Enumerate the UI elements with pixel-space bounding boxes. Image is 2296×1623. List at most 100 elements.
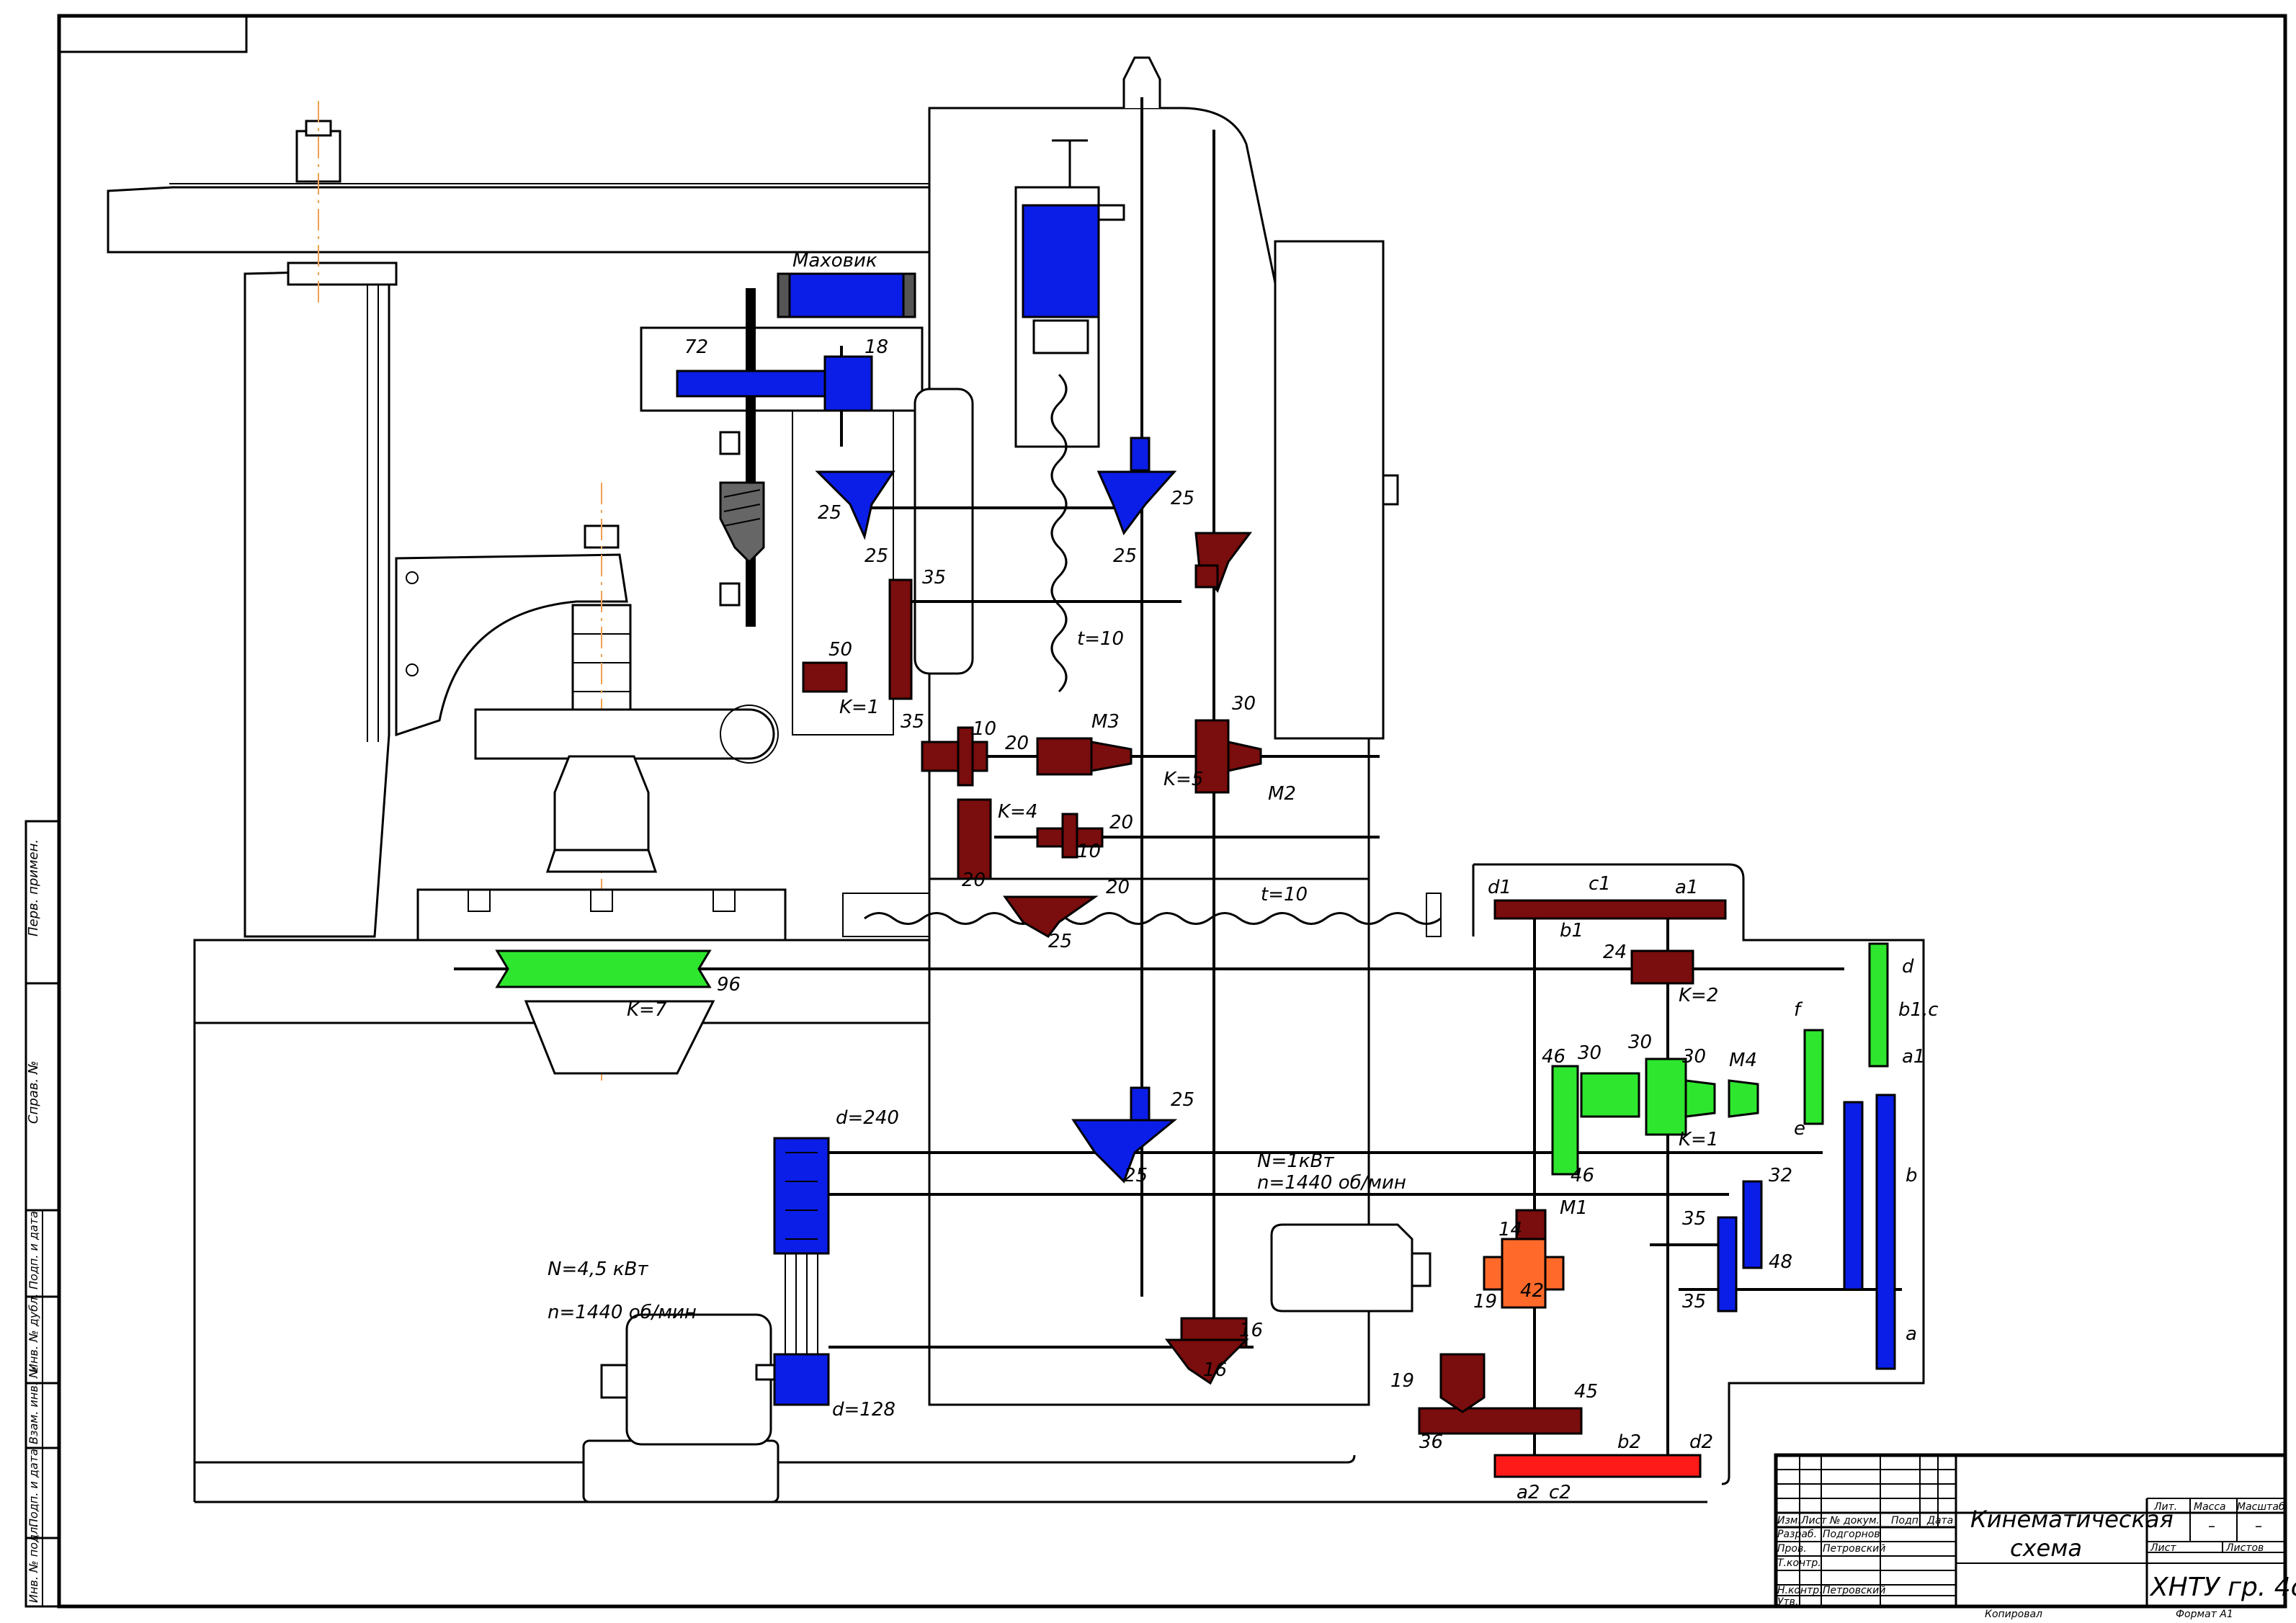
stamp-podp-data-2: Подп. и дата — [27, 1449, 40, 1527]
label-gear-16a: 16 — [1239, 1320, 1263, 1341]
label-gear-30a: 30 — [1232, 693, 1256, 715]
tb-group: ХНТУ гр. 4с2 — [2149, 1573, 2296, 1602]
tb-razrab-name: Подгорнов — [1823, 1529, 1880, 1540]
label-gear-32: 32 — [1769, 1165, 1792, 1186]
tb-listov: Листов — [2225, 1542, 2264, 1554]
tb-list: Лист — [2150, 1542, 2176, 1554]
label-gear-25f: 25 — [1171, 1089, 1194, 1111]
label-gear-50: 50 — [828, 639, 852, 661]
label-gear-45: 45 — [1574, 1381, 1598, 1403]
label-motor-main-speed: n=1440 об/мин — [548, 1302, 697, 1323]
tb-col-data: Дата — [1926, 1515, 1953, 1526]
label-k5: K=5 — [1163, 769, 1203, 790]
label-e: e — [1794, 1118, 1805, 1140]
label-gear-24: 24 — [1603, 942, 1627, 963]
label-k1b: K=1 — [1679, 1129, 1718, 1150]
label-a2: a2 — [1516, 1482, 1540, 1503]
blue-gears — [676, 272, 1896, 1406]
label-a1r: a1 — [1902, 1046, 1925, 1068]
label-k1-worm: K=1 — [839, 697, 879, 718]
label-flywheel: Маховик — [792, 250, 877, 272]
sheet-frame — [57, 14, 2287, 1609]
label-gear-14: 14 — [1498, 1219, 1522, 1240]
tb-title-line2: схема — [2010, 1534, 2082, 1562]
label-gear-35a: 35 — [922, 567, 946, 589]
tb-row-razrab: Разраб. — [1777, 1529, 1817, 1540]
tb-col-podp: Подп. — [1891, 1515, 1921, 1526]
label-motor-small-power: N=1кВт — [1257, 1150, 1334, 1172]
label-b1c: b1,c — [1898, 999, 1939, 1021]
label-d: d — [1902, 956, 1914, 978]
label-gear-20a: 20 — [1005, 733, 1029, 754]
label-motor-main-power: N=4,5 кВт — [548, 1258, 648, 1280]
stamp-vzam-inv: Взам. инв. № — [27, 1366, 40, 1444]
tb-kopiroval: Копировал — [1985, 1609, 2042, 1620]
label-gear-25b: 25 — [865, 545, 888, 567]
tb-title-line1: Кинематическая — [1970, 1506, 2174, 1533]
stamp-sprav-no: Справ. № — [26, 1060, 41, 1124]
tb-massa-val: – — [2208, 1517, 2215, 1534]
orange-red-gears — [1483, 1238, 1702, 1478]
tb-row-prov: Пров. — [1777, 1543, 1807, 1555]
label-gear-25e: 25 — [1048, 931, 1072, 952]
label-gear-19a: 19 — [1473, 1291, 1497, 1313]
label-gear-35c: 35 — [1682, 1208, 1706, 1230]
label-f: f — [1794, 999, 1803, 1021]
label-c2: c2 — [1549, 1482, 1571, 1503]
tb-row-tkontr: Т.контр. — [1777, 1557, 1821, 1569]
tb-massa: Масса — [2194, 1501, 2226, 1513]
label-clutch-m2: M2 — [1268, 783, 1296, 805]
tb-format: Формат А1 — [2176, 1609, 2233, 1620]
scheme-labels: Маховик 72 18 25 25 25 25 35 35 50 K=1 t… — [548, 250, 1939, 1503]
label-gear-25d: 25 — [1113, 545, 1137, 567]
lead-screw-horizontal — [864, 912, 1442, 925]
tb-masshtab: Масштаб — [2237, 1501, 2285, 1513]
label-gear-96: 96 — [717, 974, 741, 996]
label-gear-36: 36 — [1419, 1431, 1443, 1453]
label-gear-72: 72 — [684, 336, 708, 358]
maroon-gears — [802, 532, 1727, 1435]
green-gears — [495, 942, 1889, 1176]
lead-screw-vertical — [1050, 373, 1068, 693]
label-motor-small-speed: n=1440 об/мин — [1257, 1172, 1406, 1194]
label-gear-20c: 20 — [962, 869, 986, 891]
label-gear-25g: 25 — [1124, 1165, 1148, 1186]
label-gear-30c: 30 — [1628, 1032, 1652, 1053]
label-gear-25c: 25 — [1171, 488, 1194, 509]
label-gear-25a: 25 — [818, 502, 841, 524]
label-t10-vertical: t=10 — [1077, 628, 1124, 650]
tb-row-utv: Утв. — [1777, 1596, 1798, 1608]
tb-masshtab-val: – — [2255, 1517, 2262, 1534]
label-b: b — [1906, 1165, 1918, 1186]
tb-row-nkontr: Н.контр. — [1777, 1585, 1823, 1596]
label-k2: K=2 — [1679, 985, 1718, 1006]
label-t10-horizontal: t=10 — [1261, 884, 1308, 906]
tb-lit: Лит. — [2153, 1501, 2177, 1513]
label-gear-42: 42 — [1520, 1280, 1544, 1302]
label-clutch-m4: M4 — [1729, 1050, 1757, 1071]
label-k7: K=7 — [627, 999, 667, 1021]
label-c1: c1 — [1589, 873, 1611, 895]
stamp-perv-primen: Перв. примен. — [26, 839, 41, 936]
tb-col-izm: Изм. — [1777, 1515, 1801, 1526]
label-b1: b1 — [1560, 920, 1583, 942]
side-stamp: Перв. примен. Справ. № Подп. и дата Инв.… — [24, 820, 61, 1608]
belt — [785, 1152, 818, 1354]
worm — [719, 431, 765, 607]
label-pulley-d128: d=128 — [832, 1399, 895, 1421]
tb-col-list: Лист — [1800, 1515, 1827, 1526]
label-gear-20b: 20 — [1109, 812, 1133, 833]
stamp-podp-data-1: Подп. и дата — [27, 1211, 40, 1289]
label-gear-30b: 30 — [1578, 1042, 1602, 1064]
tb-prov-name: Петровский — [1823, 1543, 1885, 1555]
stamp-inv-podl: Инв. № подл. — [27, 1524, 40, 1603]
label-gear-16b: 16 — [1203, 1359, 1227, 1381]
hydraulic-cylinder — [1014, 139, 1125, 448]
tb-nkontr-name: Петровский — [1823, 1585, 1885, 1596]
label-gear-35b: 35 — [901, 711, 924, 733]
label-clutch-m1: M1 — [1560, 1197, 1588, 1219]
label-pulley-d240: d=240 — [836, 1107, 899, 1129]
label-gear-20d: 20 — [1106, 877, 1130, 898]
label-a1: a1 — [1675, 877, 1698, 898]
